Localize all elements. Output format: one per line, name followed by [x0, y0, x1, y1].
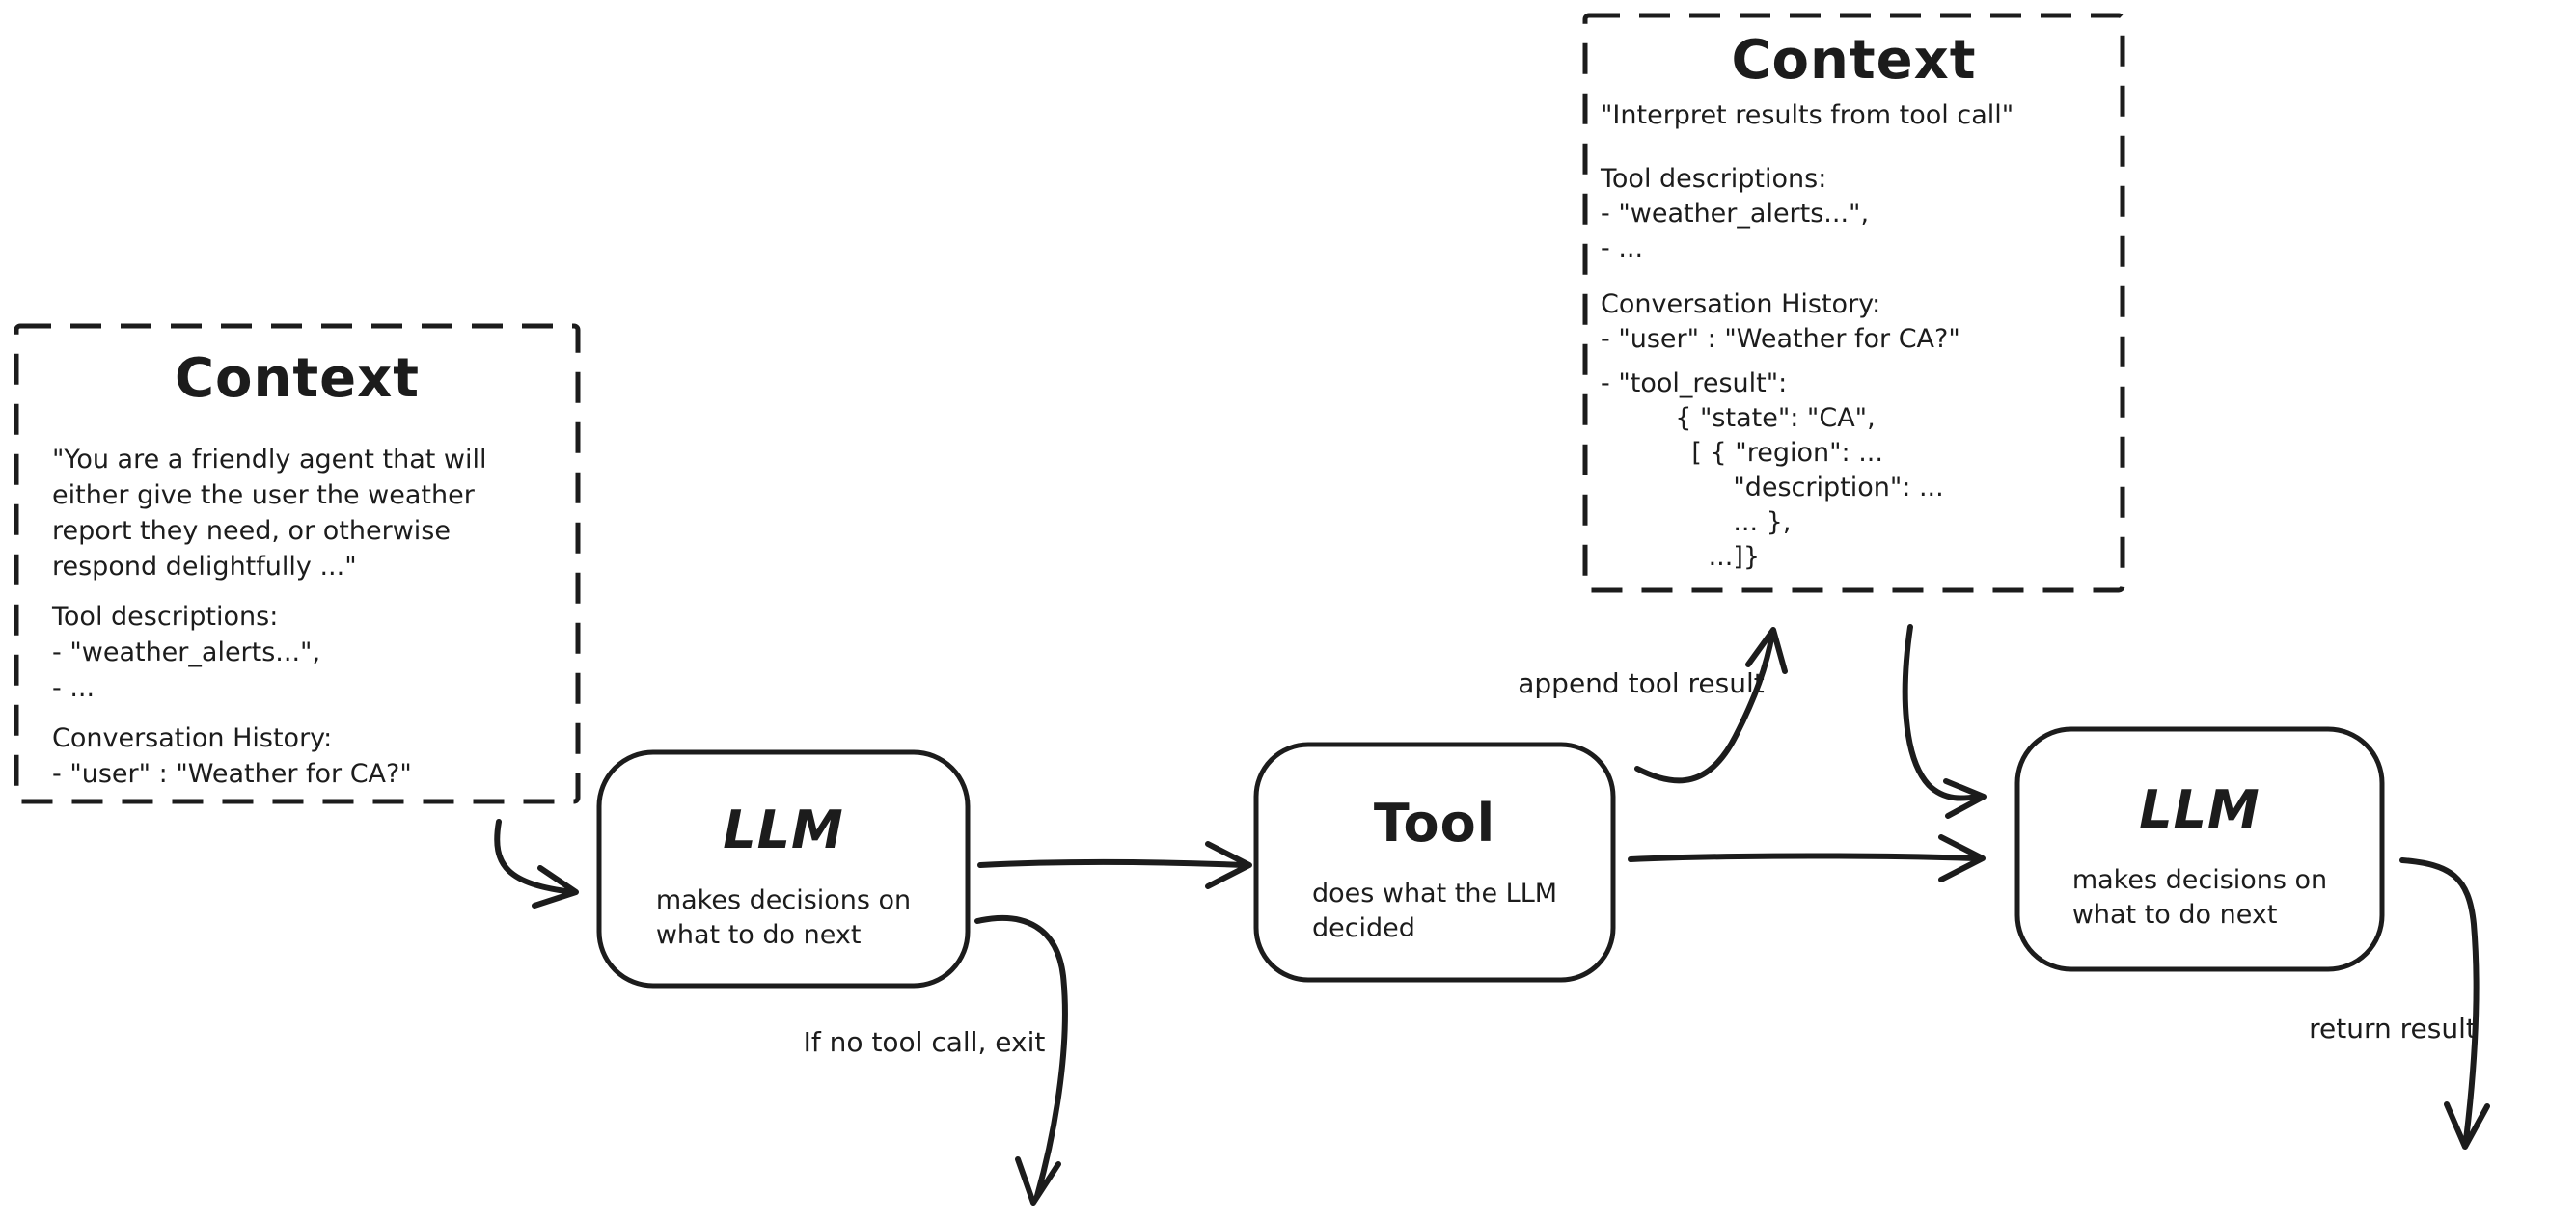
text-line: Conversation History:	[52, 723, 333, 753]
arrow-llm2-return	[2399, 857, 2490, 1150]
context-box-left: Context "You are a friendly agent that w…	[16, 326, 578, 801]
text-line: - "tool_result":	[1601, 368, 1788, 398]
text-line: - ...	[1601, 233, 1644, 263]
context-box-top-border	[1582, 13, 2125, 593]
text-line: "You are a friendly agent that will	[52, 445, 487, 475]
context-box-left-border	[14, 323, 581, 804]
paragraph: "Interpret results from tool call"	[1601, 98, 2115, 133]
arrow-context-top-to-llm2	[1902, 624, 1987, 819]
text-line: Conversation History:	[1601, 289, 1881, 319]
return-result-label: return result	[2309, 1013, 2477, 1045]
text-line: - "weather_alerts...",	[52, 638, 321, 667]
if-no-tool-call-exit-label: If no tool call, exit	[803, 1026, 1046, 1058]
text-line: Tool descriptions:	[1601, 164, 1827, 194]
llm1-node-border	[596, 749, 971, 989]
tool-title: Tool	[1373, 792, 1496, 854]
paragraph: Tool descriptions: - "weather_alerts...",…	[52, 599, 564, 706]
context-left-title: Context	[174, 347, 421, 410]
text-line: - "user" : "Weather for CA?"	[52, 759, 412, 789]
paragraph: Conversation History: - "user" : "Weather…	[52, 720, 564, 792]
text-line: - ...	[52, 673, 96, 703]
context-top-body: "Interpret results from tool call" Tool d…	[1601, 98, 2115, 575]
tool-node-border	[1253, 742, 1616, 983]
llm2-subtitle: makes decisions on what to do next	[2071, 865, 2328, 930]
tool-node: Tool does what the LLM decided	[1256, 745, 1613, 980]
llm1-title: LLM	[723, 799, 844, 860]
append-tool-result-label: append tool result	[1518, 667, 1765, 699]
llm2-node: LLM makes decisions on what to do next	[2017, 729, 2382, 969]
arrow-llm1-exit	[974, 914, 1068, 1206]
llm2-title: LLM	[2139, 779, 2261, 840]
text-line: - "user" : "Weather for CA?"	[1601, 324, 1960, 354]
text-line: respond delightfully ..."	[52, 552, 357, 582]
text-line: { "state": "CA",	[1601, 403, 1876, 433]
arrow-tool-to-context-top	[1634, 627, 1788, 784]
arrow-context-left-to-llm1	[494, 819, 579, 909]
text-line: ... },	[1601, 507, 1792, 537]
paragraph: Tool descriptions: - "weather_alerts...",…	[1601, 162, 2115, 266]
context-top-title: Context	[1731, 29, 1977, 92]
text-line: [ { "region": ...	[1601, 438, 1883, 468]
paragraph: "You are a friendly agent that will eithe…	[52, 442, 564, 584]
tool-subtitle: does what the LLM decided	[1311, 878, 1558, 943]
text-line: "description": ...	[1601, 473, 1944, 502]
llm1-node: LLM makes decisions on what to do next	[599, 752, 968, 986]
text-line: - "weather_alerts...",	[1601, 199, 1870, 229]
arrow-llm1-to-tool	[977, 841, 1252, 889]
paragraph: Conversation History: - "user" : "Weather…	[1601, 287, 2115, 357]
llm2-node-border	[2014, 726, 2385, 972]
text-line: report they need, or otherwise	[52, 516, 451, 546]
text-line: Tool descriptions:	[52, 602, 279, 632]
context-left-body: "You are a friendly agent that will eithe…	[52, 442, 564, 806]
text-line: ...]}	[1601, 542, 1761, 572]
text-line: "Interpret results from tool call"	[1601, 100, 2014, 130]
context-box-top: Context "Interpret results from tool cal…	[1585, 15, 2123, 590]
llm1-subtitle: makes decisions on what to do next	[655, 884, 912, 950]
text-line: either give the user the weather	[52, 480, 475, 510]
paragraph: - "tool_result": { "state": "CA", [ { "r…	[1601, 366, 2115, 575]
arrow-tool-to-llm2	[1628, 834, 1986, 882]
